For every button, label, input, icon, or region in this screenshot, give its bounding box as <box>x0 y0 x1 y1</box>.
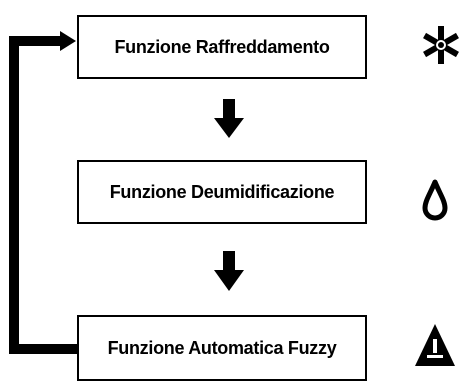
feedback-loop-line <box>9 36 77 354</box>
step-label-fuzzy-auto: Funzione Automatica Fuzzy <box>107 337 337 358</box>
water-drop-icon <box>422 179 448 221</box>
step-label-dehumidify: Funzione Deumidificazione <box>109 181 335 202</box>
feedback-arrowhead <box>60 31 76 51</box>
step-label-cooling: Funzione Raffreddamento <box>114 36 330 57</box>
snowflake-icon <box>423 26 459 64</box>
step-box-cooling: Funzione Raffreddamento <box>77 15 367 79</box>
step-box-dehumidify: Funzione Deumidificazione <box>77 160 367 224</box>
down-arrow-2 <box>214 251 244 291</box>
step-box-fuzzy-auto: Funzione Automatica Fuzzy <box>77 315 367 381</box>
down-arrow-1 <box>214 99 244 138</box>
triangle-fuzzy-icon <box>415 324 455 366</box>
